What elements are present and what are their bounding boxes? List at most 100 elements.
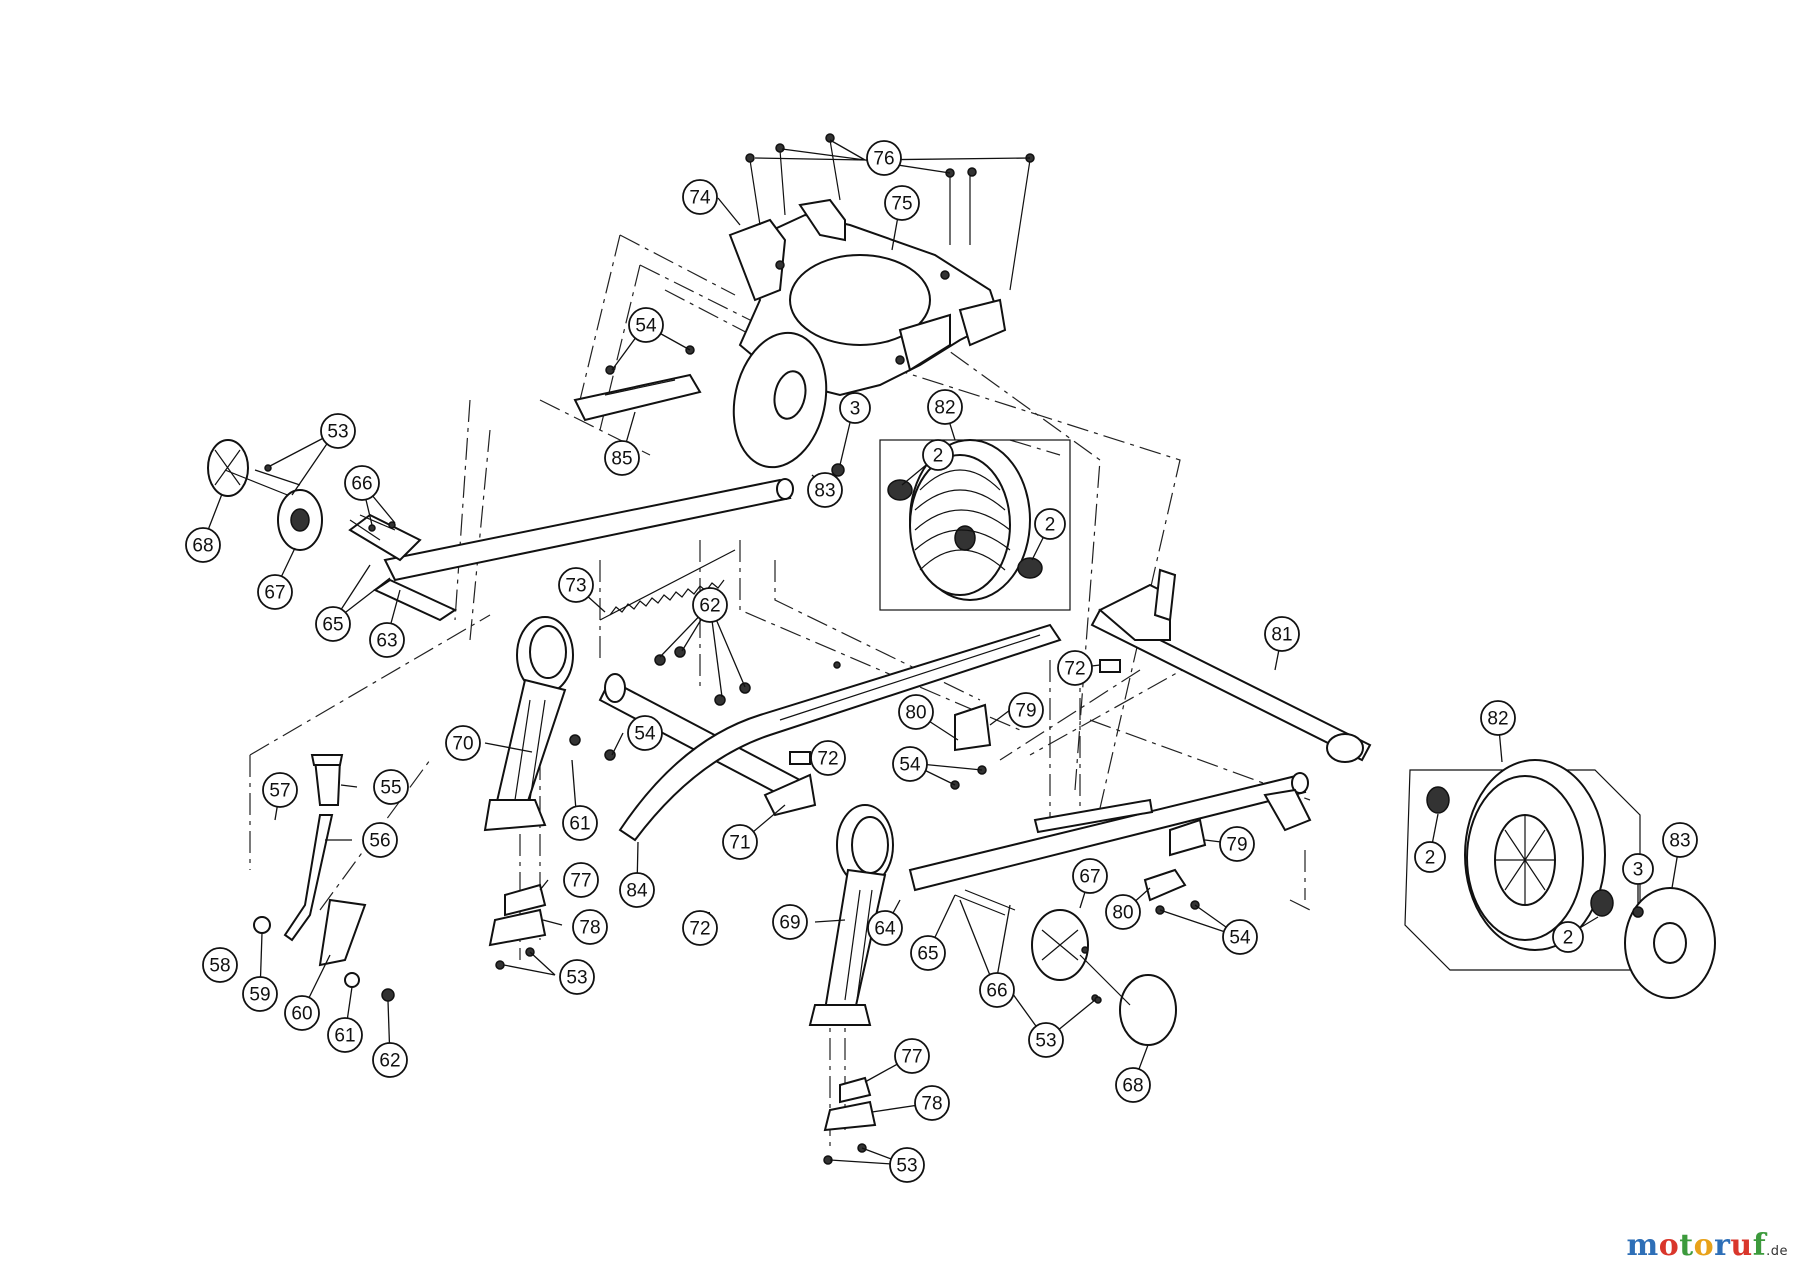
callout-81: 81 — [1264, 616, 1300, 652]
upper-axle-tube — [348, 478, 794, 622]
svg-text:72: 72 — [817, 749, 838, 770]
watermark-letter: o — [1658, 1228, 1680, 1263]
svg-text:82: 82 — [1487, 709, 1508, 730]
svg-text:57: 57 — [269, 781, 290, 802]
callout-83: 83 — [807, 472, 843, 508]
watermark-letter: r — [1714, 1228, 1731, 1263]
svg-text:77: 77 — [901, 1047, 922, 1068]
svg-text:3: 3 — [850, 399, 861, 420]
svg-text:80: 80 — [905, 703, 926, 724]
callout-75: 75 — [884, 185, 920, 221]
watermark-letters: motoruf — [1626, 1228, 1766, 1263]
callout-76: 76 — [866, 140, 902, 176]
callout-53: 53 — [889, 1147, 925, 1183]
svg-text:54: 54 — [635, 316, 657, 337]
callout-66: 66 — [344, 465, 380, 501]
svg-text:54: 54 — [634, 724, 656, 745]
svg-text:79: 79 — [1226, 835, 1247, 856]
callout-82: 82 — [927, 389, 963, 425]
hub-cap-83-upper — [732, 331, 828, 469]
svg-text:83: 83 — [1669, 831, 1690, 852]
callout-61: 61 — [327, 1017, 363, 1053]
svg-text:2: 2 — [933, 446, 944, 467]
callout-79: 79 — [1219, 826, 1255, 862]
callout-54: 54 — [628, 307, 664, 343]
wheel-adapter-left — [207, 439, 396, 551]
svg-text:70: 70 — [452, 734, 473, 755]
svg-text:82: 82 — [934, 398, 955, 419]
svg-text:2: 2 — [1563, 928, 1574, 949]
svg-text:65: 65 — [322, 615, 343, 636]
watermark-tld: .de — [1766, 1244, 1788, 1259]
svg-text:66: 66 — [986, 981, 1007, 1002]
watermark-letter: m — [1626, 1228, 1659, 1263]
svg-text:66: 66 — [351, 474, 372, 495]
callout-80: 80 — [898, 694, 934, 730]
svg-text:63: 63 — [376, 631, 397, 652]
svg-text:59: 59 — [249, 985, 270, 1006]
svg-text:74: 74 — [689, 188, 711, 209]
callout-2: 2 — [922, 439, 954, 471]
svg-text:53: 53 — [1035, 1031, 1056, 1052]
callout-65: 65 — [315, 606, 351, 642]
watermark-letter: t — [1679, 1228, 1694, 1263]
svg-text:53: 53 — [566, 968, 587, 989]
callout-62: 62 — [692, 587, 728, 623]
svg-text:68: 68 — [192, 536, 213, 557]
callout-2: 2 — [1414, 841, 1446, 873]
callout-83: 83 — [1662, 822, 1698, 858]
svg-text:83: 83 — [814, 481, 835, 502]
callout-67: 67 — [257, 574, 293, 610]
svg-text:78: 78 — [921, 1094, 942, 1115]
svg-text:54: 54 — [1229, 928, 1251, 949]
callout-80: 80 — [1105, 894, 1141, 930]
callout-53: 53 — [320, 413, 356, 449]
plate-85 — [573, 345, 702, 422]
callout-54: 54 — [1222, 919, 1258, 955]
svg-text:58: 58 — [209, 956, 230, 977]
svg-text:3: 3 — [1633, 860, 1644, 881]
rear-axle-81 — [1090, 568, 1372, 763]
callout-67: 67 — [1072, 858, 1108, 894]
callout-54: 54 — [892, 746, 928, 782]
svg-text:75: 75 — [891, 194, 912, 215]
svg-text:2: 2 — [1045, 515, 1056, 536]
watermark-letter: o — [1693, 1228, 1715, 1263]
svg-text:65: 65 — [917, 944, 938, 965]
callout-78: 78 — [572, 909, 608, 945]
rear-wheel-82-lower — [1404, 759, 1641, 971]
svg-text:71: 71 — [729, 833, 750, 854]
callout-71: 71 — [722, 824, 758, 860]
callout-79: 79 — [1008, 692, 1044, 728]
svg-text:85: 85 — [611, 449, 632, 470]
height-lever-70 — [483, 616, 574, 832]
wheel-adapter-right — [954, 889, 1177, 1046]
callout-68: 68 — [1115, 1067, 1151, 1103]
height-handle-parts — [224, 754, 395, 1002]
leader-lines — [202, 139, 1681, 1166]
svg-text:80: 80 — [1112, 903, 1133, 924]
callout-57: 57 — [262, 772, 298, 808]
svg-text:62: 62 — [379, 1051, 400, 1072]
callout-53: 53 — [559, 959, 595, 995]
callout-73: 73 — [558, 567, 594, 603]
callout-labels: 76 74 75 54 85 3 82 2 83 2 53 66 68 67 6… — [185, 140, 1698, 1183]
watermark-letter: f — [1752, 1228, 1767, 1263]
svg-text:72: 72 — [1064, 659, 1085, 680]
callout-72: 72 — [810, 740, 846, 776]
callout-77: 77 — [894, 1038, 930, 1074]
svg-text:61: 61 — [569, 814, 590, 835]
rear-wheel-82-upper — [879, 439, 1071, 611]
drive-rod-84 — [618, 623, 1062, 842]
watermark-letter: u — [1730, 1228, 1753, 1263]
callout-60: 60 — [284, 995, 320, 1031]
svg-text:2: 2 — [1425, 848, 1436, 869]
callout-54: 54 — [627, 715, 663, 751]
svg-text:79: 79 — [1015, 701, 1036, 722]
callout-74: 74 — [682, 179, 718, 215]
callout-62: 62 — [372, 1042, 408, 1078]
svg-text:72: 72 — [689, 919, 710, 940]
callout-55: 55 — [373, 769, 409, 805]
small-brackets — [488, 659, 1312, 1132]
